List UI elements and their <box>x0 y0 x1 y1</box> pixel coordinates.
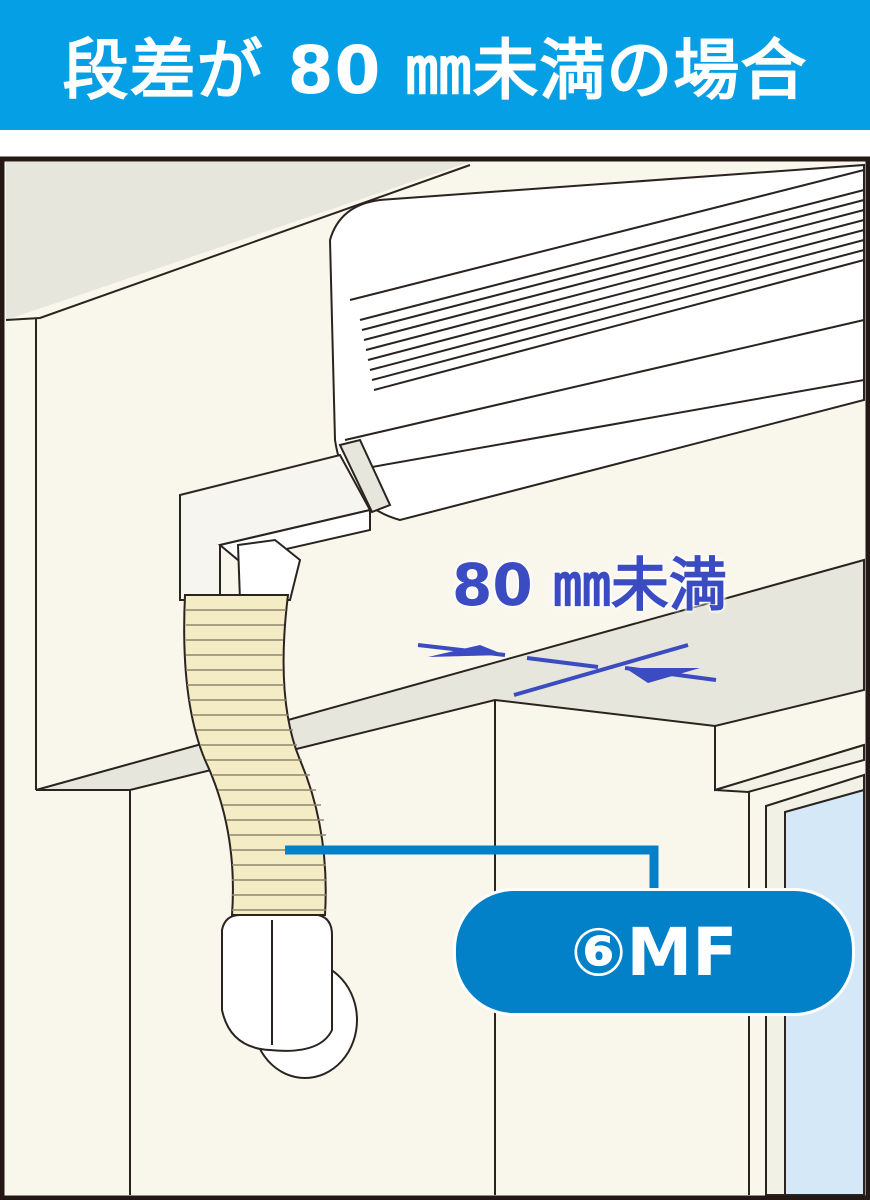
air-conditioner-unit <box>328 163 865 522</box>
installation-illustration <box>0 156 870 1200</box>
dimension-label: 80 ㎜未満 <box>452 551 727 619</box>
callout-leader <box>285 845 659 890</box>
wall-duct <box>179 453 372 601</box>
dimension-arrows <box>417 643 717 697</box>
wall-cap <box>221 914 358 1079</box>
page-title: 段差が 80 ㎜未満の場合 <box>62 32 808 109</box>
title-banner: 段差が 80 ㎜未満の場合 <box>0 0 870 130</box>
part-callout-badge: ⑥MF <box>453 888 855 1016</box>
hose-ribs <box>186 609 326 911</box>
part-callout-text: ⑥MF <box>570 913 738 991</box>
ceiling <box>6 162 470 320</box>
illustration-border <box>0 156 870 1200</box>
